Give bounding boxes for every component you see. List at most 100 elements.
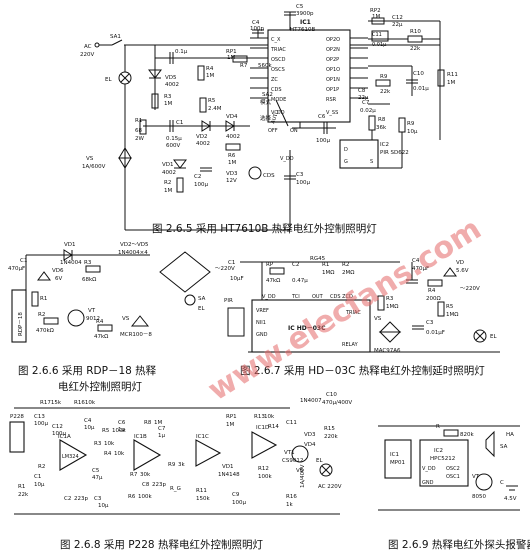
diode-vd4: [225, 120, 235, 132]
res-r9: [375, 79, 391, 87]
sa-label: SA: [198, 296, 206, 302]
c8-value: 22μ: [358, 95, 369, 101]
c12-label: C12: [52, 424, 63, 430]
r3-label: R3: [94, 441, 102, 447]
ic1-name: IC1: [300, 19, 311, 26]
vs-value: MCR100－8: [120, 332, 152, 338]
r5-label: R5: [102, 428, 110, 434]
c-value-e: 4.5V: [504, 496, 517, 502]
pir-rdp18: [11, 289, 27, 343]
c4-value: 470μF: [412, 266, 429, 272]
lamp-el-label: EL: [105, 77, 112, 83]
el-label-c: EL: [490, 334, 497, 340]
r12-label: R12: [258, 466, 269, 472]
hd-pin-vref: VREF: [256, 308, 269, 314]
rp-label: RP: [266, 262, 274, 268]
pin-zc: ZC: [271, 77, 278, 83]
c11-label: C11: [286, 420, 297, 426]
pir-p228: [9, 421, 25, 453]
res-r3: [151, 93, 159, 109]
ic1-part-e: MP01: [390, 460, 405, 466]
switch-sa2: [275, 99, 289, 127]
c7-value: 0.02μ: [360, 108, 376, 114]
r14-label: R14: [268, 424, 279, 430]
vt-value-e: 8050: [472, 494, 486, 500]
r7-label: R7: [130, 472, 138, 478]
r9-value: 3k: [178, 462, 185, 468]
vs-value-d: 1A/400V: [300, 464, 306, 488]
hpc-pin-vdd: V_DD: [422, 466, 436, 472]
pin-op1p: OP1P: [326, 87, 339, 93]
rg-label: RG45: [310, 256, 326, 262]
vd1-value: 1N4148: [218, 472, 240, 478]
r5-label: R5: [208, 98, 216, 104]
c3-value: 0.01μF: [426, 330, 445, 336]
caption-fig-2-6-9: 图 2.6.9 热释电红外探头报警器: [388, 538, 530, 551]
vt-value: 9012: [86, 316, 100, 322]
photoresistor-cds: [248, 166, 262, 180]
vt1-value: CS9012: [282, 458, 303, 464]
ic1-name-e: IC1: [390, 452, 399, 458]
pin-rsr: RSR: [326, 97, 337, 103]
circuit-ht7610b: AC 220V SA1 EL IC1 HT7610B C_X TRIAC OSC…: [80, 4, 458, 231]
res-r4: [97, 324, 113, 332]
r1-watt: 2W: [135, 136, 144, 142]
vd6-label: VD6: [52, 268, 64, 274]
r3-label: R3: [84, 260, 92, 266]
r11-label: R11: [196, 488, 207, 494]
r4-label: R4: [96, 319, 104, 325]
opamp-ic1a: [59, 439, 88, 471]
hd-pin-tci: TCI: [291, 294, 300, 300]
ic-hpc5212: [419, 439, 469, 487]
res-r-e: [443, 429, 459, 437]
r8-value: 1M: [154, 420, 162, 426]
c12-value: 100μ: [52, 431, 66, 437]
res-r8: [368, 115, 376, 131]
c10-value: 0.01μ: [413, 86, 429, 92]
rp2-value: 1M: [372, 14, 380, 20]
r-value-e: 820k: [460, 432, 474, 438]
ic2-name-e: IC2: [434, 448, 443, 454]
r11-value: 1M: [447, 80, 455, 86]
c1-label: C1: [34, 474, 41, 480]
ic-ht7610b: [267, 29, 351, 123]
sa-label-e: SA: [500, 444, 508, 450]
c13-label: C13: [34, 414, 45, 420]
c5-label: C5: [92, 468, 100, 474]
ic2-part-e: HPC5212: [430, 456, 455, 462]
r4-label: R4: [428, 288, 436, 294]
vd2-value: 1N4004×4: [118, 250, 148, 256]
r16-label: R1610k: [74, 400, 96, 406]
r8-value: 36k: [376, 125, 387, 131]
r9-label: R9: [168, 462, 176, 468]
vs-value: 1A/600V: [82, 164, 106, 170]
c2-value: 223p: [74, 496, 88, 502]
c8-label: C8: [358, 88, 366, 94]
r3-label: R3: [164, 94, 172, 100]
r5-value: 1MΩ: [446, 312, 458, 318]
sa1-label: SA1: [110, 34, 121, 40]
hpc-pin-osc2: OSC2: [446, 466, 460, 472]
r6-label: R6: [228, 153, 236, 159]
vd2-label: VD2: [196, 134, 208, 140]
vd1-label: VD1: [162, 162, 174, 168]
pot-rp: [269, 267, 285, 275]
c1-label: C1: [228, 260, 235, 266]
vd5-label: VD5: [165, 75, 177, 81]
c5-value: 3900p: [296, 11, 314, 17]
r2-label: R2: [38, 312, 45, 318]
c1-label: C1: [176, 120, 183, 126]
sd622-pin-g: G: [344, 159, 348, 165]
pin-oscd: OSCD: [271, 57, 286, 63]
vd4-label: VD4: [304, 442, 316, 448]
r7-value: 30k: [140, 472, 151, 478]
circuit-alarm: IC1 MP01 IC2 HPC5212 V_DD OSC2 OSC1 GND …: [378, 424, 520, 511]
pin-op2o: OP2O: [326, 37, 340, 43]
vd5-value: 4002: [165, 82, 179, 88]
r2-label: R2: [164, 180, 171, 186]
r8-label: R8: [378, 117, 386, 123]
zener-vd6: [37, 271, 51, 281]
rp1-label: RP1: [226, 414, 237, 420]
res-r1: [139, 119, 147, 135]
